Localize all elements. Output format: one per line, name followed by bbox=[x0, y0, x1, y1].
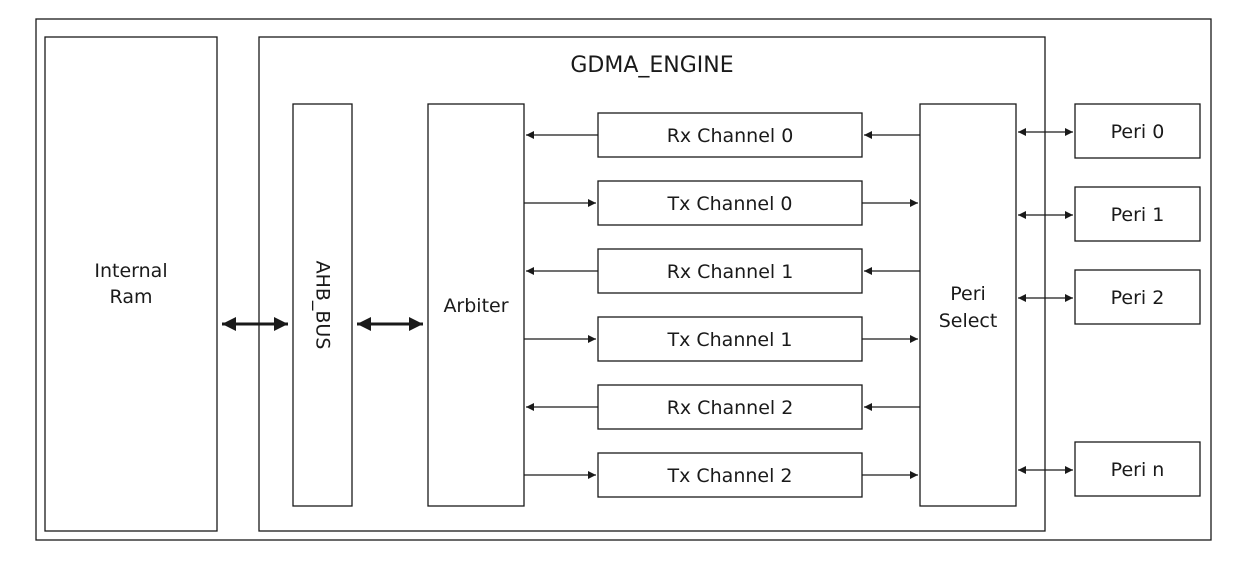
peripheral-group: Peri 0 Peri 1 Peri 2 Peri n bbox=[1018, 103, 1201, 497]
peripheral-3: Peri n bbox=[1018, 441, 1201, 497]
arbiter-label: Arbiter bbox=[443, 295, 508, 317]
internal-ram-block: Internal Ram bbox=[44, 36, 218, 532]
arbiter-block: Arbiter bbox=[427, 103, 525, 507]
channel-group: Rx Channel 0 Tx Channel 0 Rx Channel 1 Tx C… bbox=[524, 112, 920, 498]
peripheral-box bbox=[1074, 103, 1201, 159]
peripheral-box bbox=[1074, 441, 1201, 497]
peripheral-label: Peri 1 bbox=[1111, 204, 1165, 226]
channel-rx-4: Rx Channel 2 bbox=[526, 384, 920, 430]
channel-box bbox=[597, 112, 863, 158]
channel-tx-3: Tx Channel 1 bbox=[524, 316, 918, 362]
peripheral-1: Peri 1 bbox=[1018, 186, 1201, 242]
channel-box bbox=[597, 384, 863, 430]
peripheral-0: Peri 0 bbox=[1018, 103, 1201, 159]
peri-select-label-line2: Select bbox=[939, 310, 998, 332]
channel-label: Tx Channel 2 bbox=[666, 465, 792, 487]
channel-tx-1: Tx Channel 0 bbox=[524, 180, 918, 226]
channel-label: Tx Channel 1 bbox=[666, 329, 792, 351]
peripheral-2: Peri 2 bbox=[1018, 269, 1201, 325]
peripheral-box bbox=[1074, 269, 1201, 325]
channel-box bbox=[597, 452, 863, 498]
peripheral-label: Peri n bbox=[1111, 459, 1165, 481]
peripheral-label: Peri 0 bbox=[1111, 121, 1165, 143]
internal-ram-label-line2: Ram bbox=[110, 286, 153, 308]
gdma-engine-title: GDMA_ENGINE bbox=[570, 53, 733, 78]
peripheral-box bbox=[1074, 186, 1201, 242]
channel-label: Rx Channel 2 bbox=[667, 397, 794, 419]
channel-box bbox=[597, 248, 863, 294]
peri-select-label-line1: Peri bbox=[950, 283, 986, 305]
channel-tx-5: Tx Channel 2 bbox=[524, 452, 918, 498]
channel-box bbox=[597, 316, 863, 362]
peri-select-block: Peri Select bbox=[919, 103, 1017, 507]
ahb-bus-block: AHB_BUS bbox=[292, 103, 353, 507]
channel-label: Rx Channel 1 bbox=[667, 261, 794, 283]
channel-label: Rx Channel 0 bbox=[667, 125, 794, 147]
channel-rx-0: Rx Channel 0 bbox=[526, 112, 920, 158]
peripheral-label: Peri 2 bbox=[1111, 287, 1165, 309]
channel-rx-2: Rx Channel 1 bbox=[526, 248, 920, 294]
channel-label: Tx Channel 0 bbox=[666, 193, 792, 215]
internal-ram-label-line1: Internal bbox=[94, 260, 167, 282]
channel-box bbox=[597, 180, 863, 226]
ahb-bus-label: AHB_BUS bbox=[312, 261, 334, 350]
